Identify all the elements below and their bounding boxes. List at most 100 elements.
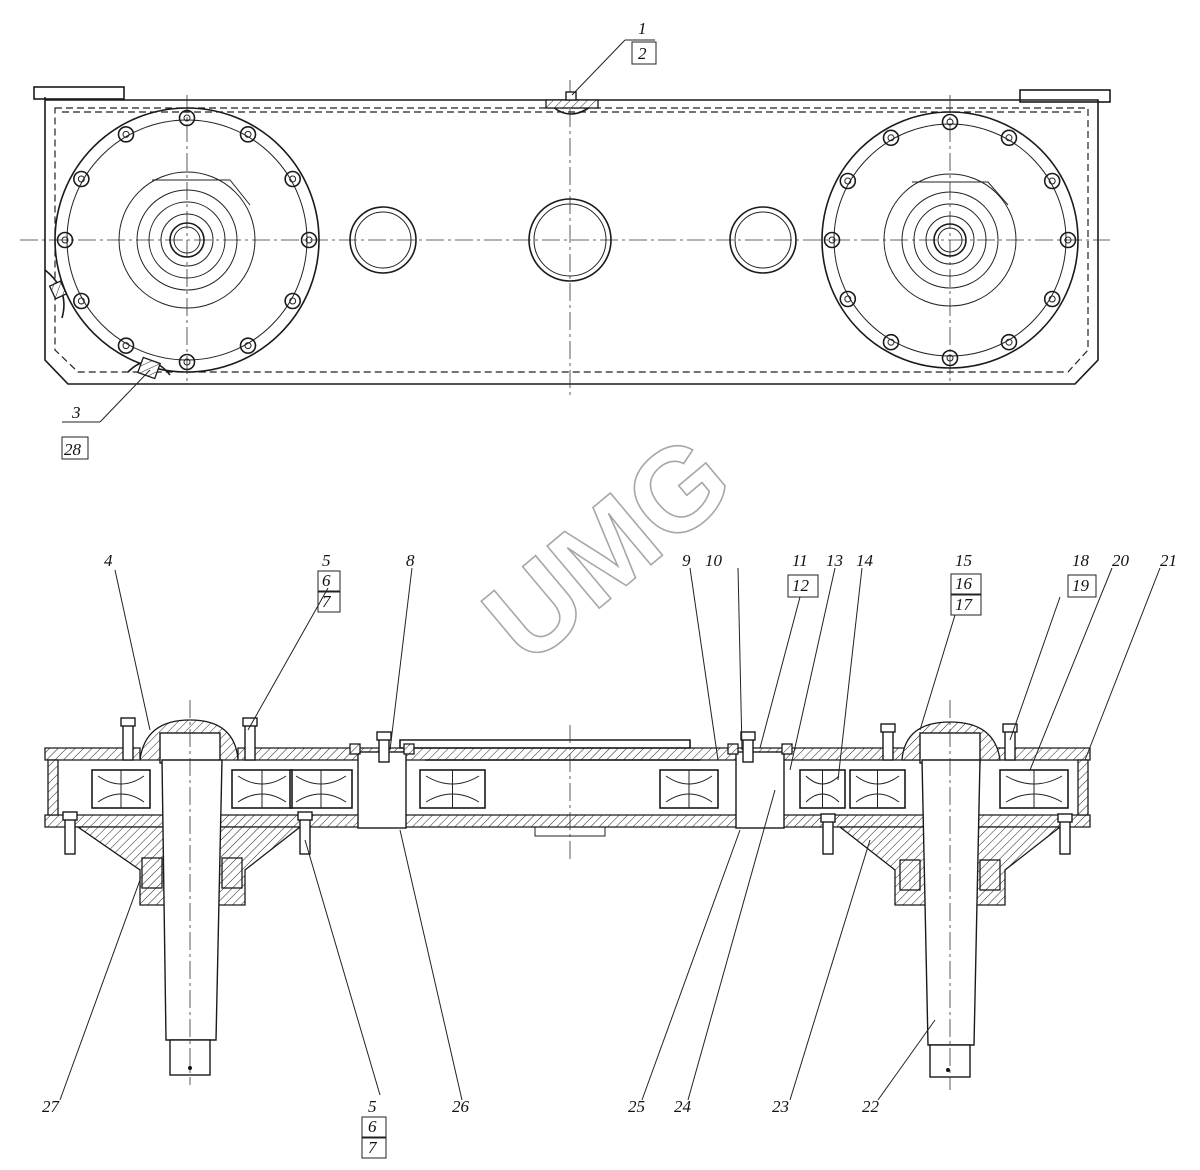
hidden-contour xyxy=(54,107,1089,373)
callout-7-bottom: 7 xyxy=(368,1138,378,1157)
bolt-head xyxy=(882,129,900,147)
callout-15: 15 xyxy=(955,551,972,570)
idler-shaft-right xyxy=(735,751,785,829)
bolt-center xyxy=(289,175,297,183)
bolt-head xyxy=(300,231,318,249)
bolt-center xyxy=(844,295,852,303)
bolt-center xyxy=(887,338,895,346)
bolt-center xyxy=(244,342,252,350)
bolt-center xyxy=(1005,134,1013,142)
section-bolt xyxy=(120,717,136,761)
gear xyxy=(799,769,846,809)
callout-21: 21 xyxy=(1160,551,1177,570)
callout-24: 24 xyxy=(674,1097,692,1116)
right-output-shaft xyxy=(838,700,1062,1090)
gear xyxy=(231,769,293,809)
bolt-center xyxy=(1048,295,1056,303)
callout-2: 2 xyxy=(638,44,647,63)
callout-10: 10 xyxy=(705,551,723,570)
bolt-center xyxy=(122,342,130,350)
bolt-center xyxy=(305,236,313,244)
callout-26: 26 xyxy=(452,1097,470,1116)
bolt-head xyxy=(839,172,857,190)
callout-16: 16 xyxy=(955,574,973,593)
bolt-head xyxy=(941,113,959,131)
bolt-head xyxy=(73,170,90,188)
callout-7-top: 7 xyxy=(322,592,332,611)
bolt-head xyxy=(839,290,857,308)
bolt-head xyxy=(1059,231,1077,249)
section-bolt xyxy=(297,811,313,855)
gear xyxy=(659,769,719,809)
section-bolt xyxy=(880,723,896,761)
callout-20: 20 xyxy=(1112,551,1130,570)
bolt-head xyxy=(117,126,135,143)
section-bolt xyxy=(820,813,836,855)
callout-4: 4 xyxy=(104,551,113,570)
gear-train xyxy=(91,769,1069,809)
callout-25: 25 xyxy=(628,1097,645,1116)
callout-23: 23 xyxy=(772,1097,789,1116)
bolt-head xyxy=(882,333,900,351)
bolt-head xyxy=(1000,129,1018,147)
right-flange xyxy=(1019,89,1111,103)
left-output-shaft xyxy=(75,700,302,1085)
callout-22: 22 xyxy=(862,1097,880,1116)
bolt-center xyxy=(77,175,85,183)
gear xyxy=(849,769,906,809)
breather-plug xyxy=(545,91,599,115)
bolt-head xyxy=(239,126,257,143)
section-bolt xyxy=(1057,813,1073,855)
bolt-center xyxy=(183,358,191,366)
gear xyxy=(419,769,486,809)
left-bolt-circle xyxy=(56,109,318,371)
gear xyxy=(91,769,151,809)
bolt-center xyxy=(1048,177,1056,185)
section-bolt xyxy=(740,731,756,763)
bolt-head xyxy=(284,170,301,188)
bolt-head xyxy=(1043,290,1061,308)
callout-11: 11 xyxy=(792,551,808,570)
bolt-center xyxy=(122,130,130,138)
bolt-head xyxy=(284,292,301,310)
callout-19: 19 xyxy=(1072,576,1090,595)
right-bolt-circle xyxy=(823,113,1077,367)
bolt-center xyxy=(946,118,954,126)
bolt-center xyxy=(828,236,836,244)
section-view xyxy=(44,567,1161,1101)
callout-5-bottom: 5 xyxy=(368,1097,377,1116)
callout-14: 14 xyxy=(856,551,874,570)
section-bolt xyxy=(62,811,78,855)
section-bolt xyxy=(376,731,392,763)
callout-8: 8 xyxy=(406,551,415,570)
bolt-head xyxy=(1043,172,1061,190)
idler-shaft-left xyxy=(357,751,407,829)
bolt-center xyxy=(1005,338,1013,346)
leader-lines xyxy=(59,567,1161,1101)
callout-13: 13 xyxy=(826,551,843,570)
bolt-center xyxy=(244,130,252,138)
left-flange xyxy=(33,86,125,100)
callout-12: 12 xyxy=(792,576,810,595)
top-view xyxy=(20,39,1111,423)
bolt-center xyxy=(61,236,69,244)
callout-5-top: 5 xyxy=(322,551,331,570)
bolt-center xyxy=(946,354,954,362)
bolt-center xyxy=(183,114,191,122)
callout-27: 27 xyxy=(42,1097,61,1116)
bolt-head xyxy=(56,231,74,249)
bolt-head xyxy=(73,292,90,310)
bolt-center xyxy=(77,297,85,305)
callout-28: 28 xyxy=(64,440,82,459)
gear xyxy=(999,769,1069,809)
callout-6-bottom: 6 xyxy=(368,1117,377,1136)
callout-3: 3 xyxy=(71,403,81,422)
callout-17: 17 xyxy=(955,595,974,614)
bolt-center xyxy=(1064,236,1072,244)
callout-6-top: 6 xyxy=(322,571,331,590)
center-holes xyxy=(349,198,797,282)
bolt-head xyxy=(941,349,959,367)
bolt-center xyxy=(844,177,852,185)
bolt-head xyxy=(178,109,196,127)
